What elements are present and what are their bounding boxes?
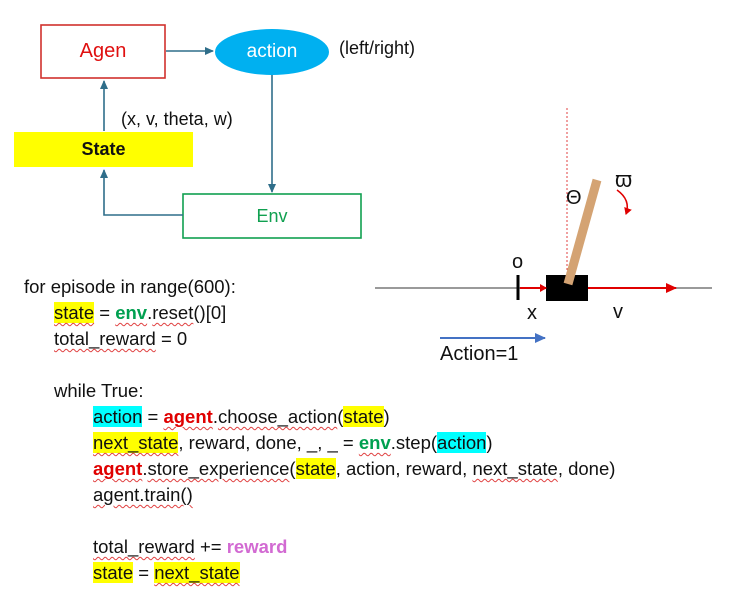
pole	[563, 178, 602, 286]
code-token: +=	[194, 536, 227, 557]
code-token: .	[142, 458, 148, 479]
code-token: .	[212, 406, 218, 427]
code-token: state	[343, 406, 384, 427]
code-token: store_experience	[147, 458, 290, 479]
code-token: action	[437, 432, 487, 453]
origin-label: o	[512, 251, 524, 273]
code-line-total-update: total_reward += reward	[24, 534, 615, 560]
code-line-for: for episode in range(600):	[24, 274, 615, 300]
code-token: next_state	[93, 432, 179, 453]
code-token: agent.train()	[93, 484, 193, 505]
code-line-blank	[24, 352, 615, 378]
state-box	[14, 132, 193, 167]
angular-velocity-arrow	[616, 189, 632, 215]
code-token: agent	[163, 406, 213, 427]
code-token: =	[133, 562, 155, 583]
code-line-state-update: state = next_state	[24, 560, 615, 586]
code-token: .step(	[390, 432, 438, 453]
code-token: )	[383, 406, 390, 427]
state-label: State	[81, 139, 126, 159]
code-token: = 0	[155, 328, 188, 349]
theta-label: Θ	[566, 187, 582, 209]
action-ellipse	[215, 29, 329, 75]
code-text: while True:	[54, 380, 144, 401]
code-token: reset	[152, 302, 194, 323]
action-note: (left/right)	[339, 38, 416, 58]
code-token: state	[295, 458, 336, 479]
env-box	[182, 193, 362, 239]
omega-label: ϖ	[615, 167, 633, 192]
code-token: next_state	[472, 458, 558, 479]
code-token: state	[54, 302, 95, 323]
code-token: =	[94, 302, 116, 323]
code-token: , action, reward,	[335, 458, 473, 479]
code-token: total_reward	[54, 328, 156, 349]
v-label: v	[613, 301, 623, 323]
code-line-reset: state = env.reset()[0]	[24, 300, 615, 326]
agent-box	[40, 24, 166, 79]
code-line-blank	[24, 508, 615, 534]
code-token: =	[142, 406, 164, 427]
code-text: for episode in range(600):	[24, 276, 236, 297]
code-token: , reward, done, _, _ =	[178, 432, 359, 453]
code-token: , done)	[557, 458, 616, 479]
code-token: )	[486, 432, 493, 453]
code-token: choose_action	[217, 406, 338, 427]
state-note: (x, v, theta, w)	[121, 109, 233, 129]
code-line-while: while True:	[24, 378, 615, 404]
code-token: (	[337, 406, 344, 427]
code-token: agent	[93, 458, 143, 479]
code-listing: for episode in range(600): state = env.r…	[24, 274, 615, 586]
code-line-train: agent.train()	[24, 482, 615, 508]
code-token: total_reward	[93, 536, 195, 557]
code-token: env	[115, 302, 148, 323]
code-token: reward	[226, 536, 288, 557]
agent-label: Agen	[79, 40, 127, 62]
code-token: action	[93, 406, 143, 427]
code-token: (	[289, 458, 296, 479]
env-to-state-arrow	[100, 169, 183, 216]
code-token: ()[0]	[193, 302, 227, 323]
code-token: .	[147, 302, 153, 323]
code-line-total-init: total_reward = 0	[24, 326, 615, 352]
code-line-store: agent.store_experience(state, action, re…	[24, 456, 615, 482]
code-token: state	[93, 562, 134, 583]
env-label: Env	[256, 205, 288, 226]
x-label: x	[527, 302, 537, 324]
code-line-choose-action: action = agent.choose_action(state)	[24, 404, 615, 430]
code-token: next_state	[154, 562, 240, 583]
code-line-step: next_state, reward, done, _, _ = env.ste…	[24, 430, 615, 456]
code-token: env	[358, 432, 391, 453]
action-label: action	[246, 41, 298, 62]
action-value-label: Action=1	[440, 343, 519, 365]
